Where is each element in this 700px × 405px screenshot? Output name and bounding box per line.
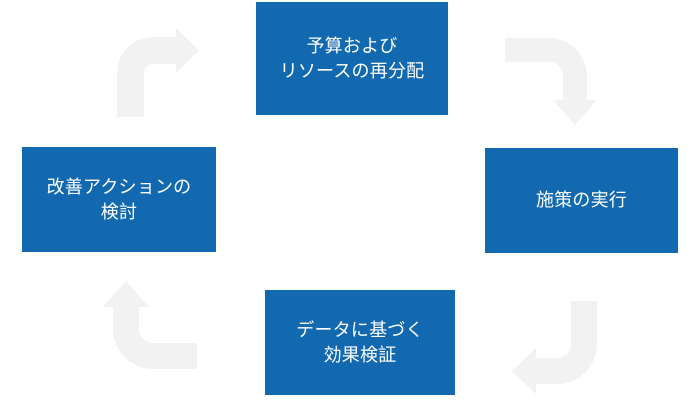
cycle-node-budget-resource-reallocation[interactable]: 予算および リソースの再分配 bbox=[256, 2, 448, 115]
curved-arrow-up-right-icon bbox=[117, 28, 199, 117]
cycle-node-data-driven-effect-verification[interactable]: データに基づく 効果検証 bbox=[265, 290, 455, 395]
cycle-node-label: 予算および リソースの再分配 bbox=[279, 35, 425, 81]
curved-arrow-right-down-icon bbox=[505, 38, 597, 125]
cycle-node-label: データに基づく 効果検証 bbox=[296, 319, 424, 365]
curved-arrow-down-left-icon bbox=[512, 301, 597, 394]
cycle-node-improvement-action-review[interactable]: 改善アクションの 検討 bbox=[22, 147, 216, 252]
curved-arrow-left-up-icon bbox=[103, 281, 197, 369]
cycle-node-policy-execution[interactable]: 施策の実行 bbox=[485, 148, 678, 253]
cycle-node-label: 改善アクションの 検討 bbox=[46, 176, 192, 222]
cycle-node-label: 施策の実行 bbox=[536, 190, 627, 211]
